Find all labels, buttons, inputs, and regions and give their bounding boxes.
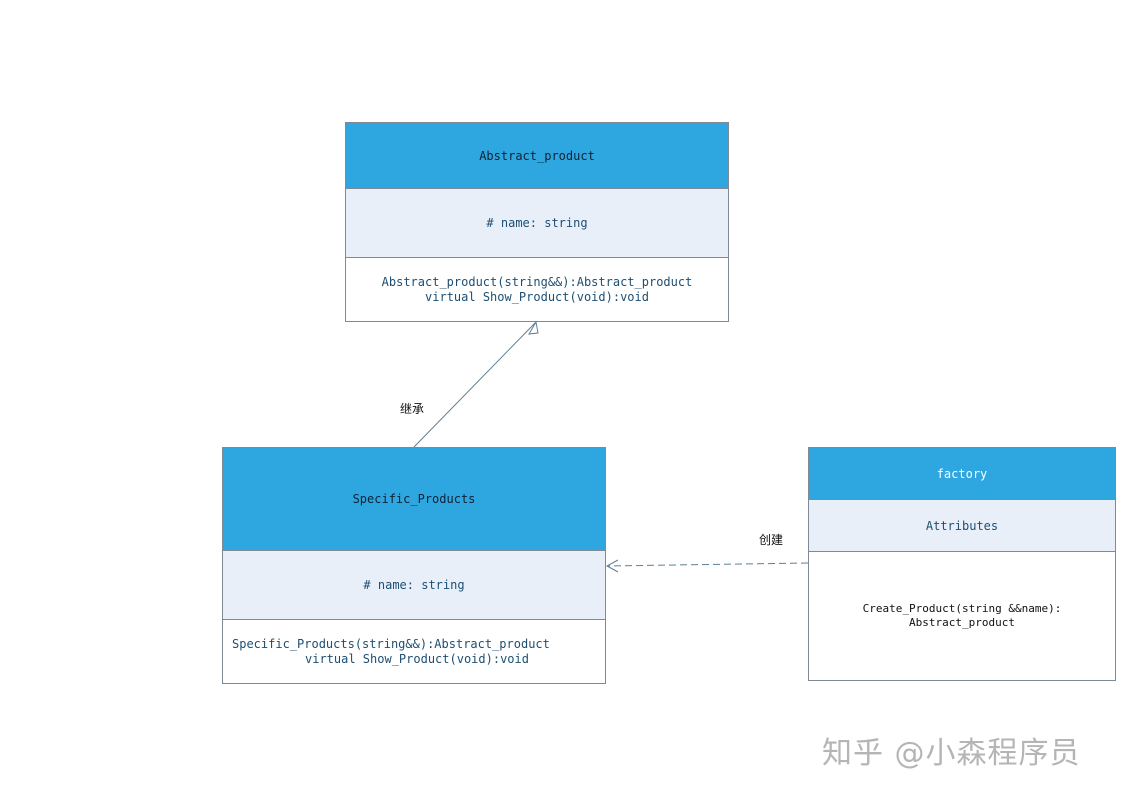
- class-specific-products-operations: Specific_Products(string&&):Abstract_pro…: [223, 620, 605, 684]
- class-abstract-product-operations: Abstract_product(string&&):Abstract_prod…: [346, 258, 728, 322]
- class-abstract-product[interactable]: Abstract_product # name: string Abstract…: [345, 122, 729, 322]
- operation-line: Create_Product(string &&name):: [862, 602, 1062, 615]
- watermark-text: 知乎 @小森程序员: [822, 736, 1081, 771]
- operation-line: Abstract_product(string&&):Abstract_prod…: [381, 275, 693, 289]
- class-factory-name: factory: [809, 448, 1115, 500]
- inheritance-arrowhead: [528, 320, 539, 335]
- class-specific-products-name: Specific_Products: [223, 448, 605, 551]
- class-factory-operations: Create_Product(string &&name): Abstract_…: [809, 552, 1115, 680]
- operation-line: Abstract_product: [909, 616, 1015, 629]
- create-arrowhead: [605, 559, 619, 573]
- create-label: 创建: [759, 533, 784, 547]
- inheritance-line: [413, 321, 537, 448]
- inheritance-label: 继承: [400, 402, 425, 416]
- operation-line: virtual Show_Product(void):void: [425, 290, 649, 304]
- operation-line: virtual Show_Product(void):void: [305, 652, 529, 666]
- operation-line: Specific_Products(string&&):Abstract_pro…: [232, 637, 550, 651]
- create-dependency-line: [606, 562, 809, 567]
- class-factory[interactable]: factory Attributes Create_Product(string…: [808, 447, 1116, 681]
- class-factory-attributes: Attributes: [809, 500, 1115, 552]
- class-abstract-product-name: Abstract_product: [346, 123, 728, 189]
- class-abstract-product-attributes: # name: string: [346, 189, 728, 258]
- class-specific-products[interactable]: Specific_Products # name: string Specifi…: [222, 447, 606, 684]
- class-specific-products-attributes: # name: string: [223, 551, 605, 620]
